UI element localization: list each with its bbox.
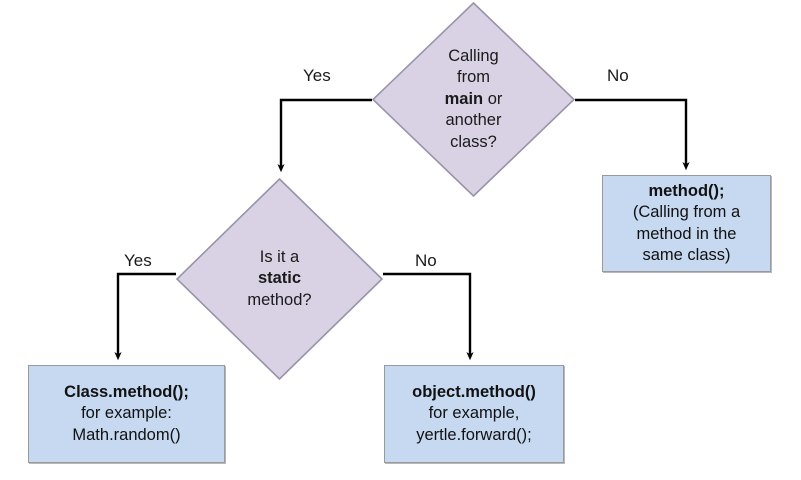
process-line-3: yertle.forward();	[416, 425, 532, 444]
process-heading: method();	[648, 181, 725, 200]
decision-line-4: another	[445, 111, 502, 130]
edge-label-second-yes: Yes	[124, 251, 152, 270]
process-object-call[interactable]: object.method() for example, yertle.forw…	[384, 365, 564, 463]
diamond-shape	[176, 178, 383, 380]
process-line-2: for example:	[81, 404, 172, 423]
decision-calling-from-label: Calling from main or another class?	[394, 46, 552, 153]
process-same-class[interactable]: method(); (Calling from a method in the …	[602, 175, 771, 272]
process-object-call-label: object.method() for example, yertle.forw…	[408, 382, 540, 446]
process-line-3: Math.random()	[72, 425, 181, 444]
process-static-call-label: Class.method(); for example: Math.random…	[60, 382, 193, 446]
decision-line-1: Calling	[448, 46, 499, 65]
decision-line-3-bold: main	[444, 89, 484, 108]
decision-is-static-label: Is it a static method?	[199, 247, 360, 311]
connector-top-yes	[277, 98, 372, 173]
decision-line-2: from	[456, 68, 490, 87]
process-static-call[interactable]: Class.method(); for example: Math.random…	[28, 365, 225, 463]
process-line-2: (Calling from a	[632, 203, 741, 222]
process-line-2: for example,	[428, 404, 520, 423]
decision-is-static[interactable]: Is it a static method?	[176, 178, 383, 380]
connector-second-yes	[114, 272, 176, 361]
process-heading: Class.method();	[64, 382, 189, 401]
decision-line-5: class?	[450, 132, 497, 151]
edge-label-top-yes: Yes	[303, 66, 331, 85]
process-line-3: method in the	[636, 224, 737, 243]
edge-label-second-no: No	[415, 251, 437, 270]
connector-top-no	[575, 98, 690, 171]
decision-line-2-bold: static	[257, 269, 302, 288]
connector-second-no	[383, 272, 474, 361]
decision-line-1: Is it a	[259, 247, 300, 266]
process-line-4: same class)	[642, 245, 731, 264]
diamond-shape	[372, 2, 575, 197]
decision-line-3-rest: or	[483, 89, 503, 108]
process-same-class-label: method(); (Calling from a method in the …	[629, 181, 744, 267]
edge-label-top-no: No	[607, 66, 629, 85]
decision-calling-from[interactable]: Calling from main or another class?	[372, 2, 575, 197]
process-heading: object.method()	[412, 382, 536, 401]
decision-line-3: method?	[247, 290, 312, 309]
